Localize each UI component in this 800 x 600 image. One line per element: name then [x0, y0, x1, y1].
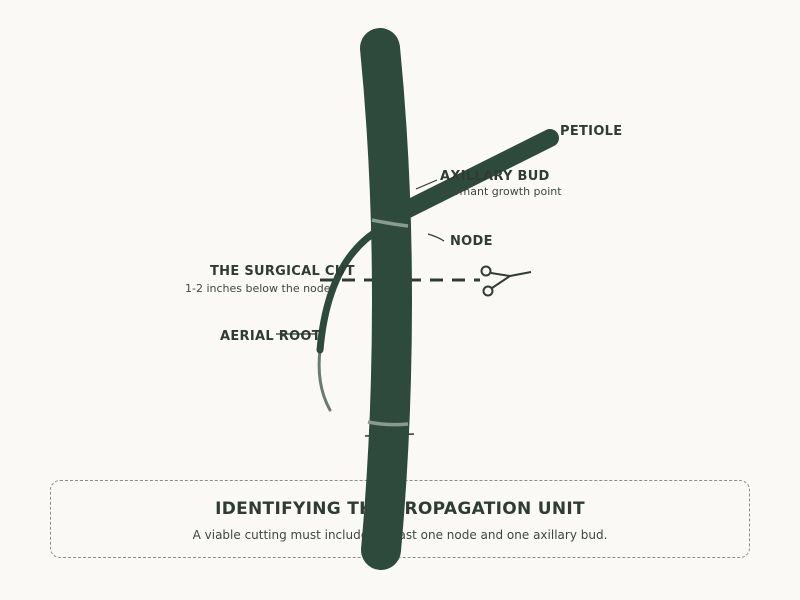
info-subtitle: A viable cutting must include at least o…: [192, 528, 608, 542]
aerial-root-label: AERIAL ROOT: [220, 329, 321, 344]
info-title: IDENTIFYING THE PROPAGATION UNIT: [215, 499, 585, 519]
axillary-bud-label: AXILLARY BUD: [440, 169, 550, 184]
info-panel: IDENTIFYING THE PROPAGATION UNIT A viabl…: [50, 480, 750, 558]
scissors-icon: [480, 265, 532, 297]
lower-cut-tick: [364, 433, 415, 437]
node-label: NODE: [450, 234, 493, 249]
surgical-cut-label: THE SURGICAL CUT: [210, 264, 355, 279]
axillary-bud-note: Dormant growth point: [440, 185, 562, 198]
petiole-label: PETIOLE: [560, 124, 622, 139]
aerial-root-tip: [317, 348, 332, 412]
node-leader: [427, 233, 445, 242]
surgical-cut-note: 1-2 inches below the node: [185, 282, 331, 295]
petiole: [381, 129, 559, 227]
axillary-bud-leader: [415, 179, 438, 190]
